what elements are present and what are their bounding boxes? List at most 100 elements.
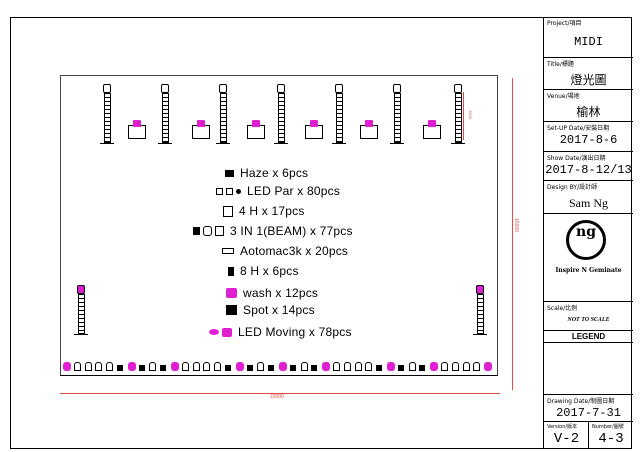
fixture <box>214 362 222 371</box>
designer-cell: Design BY/設計師 Sam Ng <box>544 181 633 214</box>
fixture <box>192 362 200 371</box>
legend-item-spot: Spot x 14pcs <box>226 303 315 317</box>
3in1-beam-icon <box>193 226 224 236</box>
fixture <box>343 362 351 371</box>
led-moving-fixture <box>387 362 395 371</box>
legend-blank-cell <box>544 343 633 395</box>
title-label: Title/標題 <box>547 61 574 68</box>
led-moving-fixture <box>63 362 71 371</box>
legend-item-wash: wash x 12pcs <box>226 286 318 300</box>
number-label: Number/圖號 <box>592 424 624 430</box>
drawing-frame <box>10 17 632 449</box>
truss-tower <box>274 84 288 146</box>
wash-fixture <box>192 120 210 139</box>
designer-label: Design BY/設計師 <box>547 184 598 191</box>
led-moving-fixture <box>235 362 244 371</box>
tower-dimension-line <box>463 92 464 140</box>
designer-value: Sam Ng <box>569 196 608 210</box>
legend-item-haze: Haze x 6pcs <box>225 166 308 180</box>
setup-date-label: Set-UP Date/安裝日期 <box>547 125 610 132</box>
wash-fixture <box>360 120 378 139</box>
version-value: V-2 <box>553 431 580 447</box>
fixture <box>246 365 253 371</box>
fixture <box>203 362 211 371</box>
logo-letters: ng <box>576 224 596 240</box>
fixture <box>419 365 426 371</box>
title-cell: Title/標題 燈光圖 <box>544 58 633 90</box>
fixture <box>462 362 470 371</box>
legend-header-cell: LEGEND <box>544 331 633 343</box>
number-cell: Number/圖號 4-3 <box>589 422 633 449</box>
title-value: 燈光圖 <box>570 73 607 87</box>
fixture <box>138 365 145 371</box>
fixture <box>84 362 92 371</box>
fixture <box>397 365 404 371</box>
fixture <box>451 362 459 371</box>
truss-tower <box>158 84 172 146</box>
truss-tower <box>100 84 114 146</box>
fixture <box>225 365 231 371</box>
wash-fixture <box>247 120 265 139</box>
logo-cell: ng Inspire N Geminate <box>544 214 633 302</box>
led-moving-icon <box>209 327 232 337</box>
legend-header: LEGEND <box>571 332 606 341</box>
fixture <box>73 362 81 371</box>
wash-fixture <box>423 120 441 139</box>
legend-item-aotomac: Aotomac3k x 20pcs <box>222 244 348 258</box>
project-cell: Project/項目 MIDI <box>544 17 633 58</box>
show-date-label: Show Date/演出日期 <box>547 155 606 162</box>
truss-tower <box>332 84 346 146</box>
spot-icon <box>226 305 237 315</box>
fixture <box>181 362 189 371</box>
fixture <box>376 365 383 371</box>
venue-value: 榆林 <box>576 105 601 119</box>
haze-icon <box>225 169 234 177</box>
fixture <box>311 365 318 371</box>
fixture <box>268 365 275 371</box>
setup-date-cell: Set-UP Date/安裝日期 2017-8-6 <box>544 122 633 152</box>
stage-width-dimension: 22000 <box>270 394 284 400</box>
fixture <box>117 365 123 371</box>
legend-item-led-par: LED Par x 80pcs <box>216 184 340 198</box>
fixture <box>289 365 296 371</box>
wash-icon <box>226 288 237 298</box>
setup-date-value: 2017-8-6 <box>559 133 618 147</box>
show-date-value: 2017-8-12/13 <box>545 163 632 177</box>
wash-fixture <box>128 120 146 139</box>
side-truss-tower <box>74 285 88 337</box>
stage-width-dimension-line <box>60 393 500 394</box>
scale-value: NOT TO SCALE <box>567 317 610 323</box>
fixture <box>333 362 340 371</box>
truss-tower <box>390 84 404 146</box>
company-logo: ng <box>566 220 606 260</box>
downstage-fixture-row <box>63 362 495 374</box>
stage-height-dimension-line <box>512 78 513 390</box>
scale-label: Scale/比例 <box>547 305 578 312</box>
project-value: MIDI <box>574 35 603 49</box>
4h-icon <box>223 205 233 217</box>
truss-tower <box>451 84 465 146</box>
fixture <box>473 362 481 371</box>
fixture <box>106 362 114 371</box>
truss-tower <box>216 84 230 146</box>
8h-icon <box>228 266 234 276</box>
venue-label: Venue/場地 <box>547 93 580 100</box>
show-date-cell: Show Date/演出日期 2017-8-12/13 <box>544 152 633 181</box>
version-cell: Version/版本 V-2 <box>544 422 589 449</box>
led-moving-fixture <box>430 362 439 371</box>
fixture <box>160 365 167 371</box>
stage-height-dimension: 15000 <box>512 218 519 232</box>
led-moving-fixture <box>127 362 136 371</box>
led-moving-fixture <box>171 362 179 371</box>
title-block: Project/項目 MIDI Title/標題 燈光圖 Venue/場地 榆林… <box>543 17 633 449</box>
fixture <box>354 362 362 371</box>
logo-caption: Inspire N Geminate <box>555 267 622 274</box>
fixture <box>441 362 448 371</box>
led-par-icon <box>216 187 241 195</box>
legend-item-8h: 8 H x 6pcs <box>228 264 299 278</box>
fixture <box>365 362 373 371</box>
version-label: Version/版本 <box>547 424 578 430</box>
aotomac-icon <box>222 248 234 254</box>
led-moving-fixture <box>484 362 493 371</box>
legend-item-3in1-beam: 3 IN 1(BEAM) x 77pcs <box>193 224 353 238</box>
